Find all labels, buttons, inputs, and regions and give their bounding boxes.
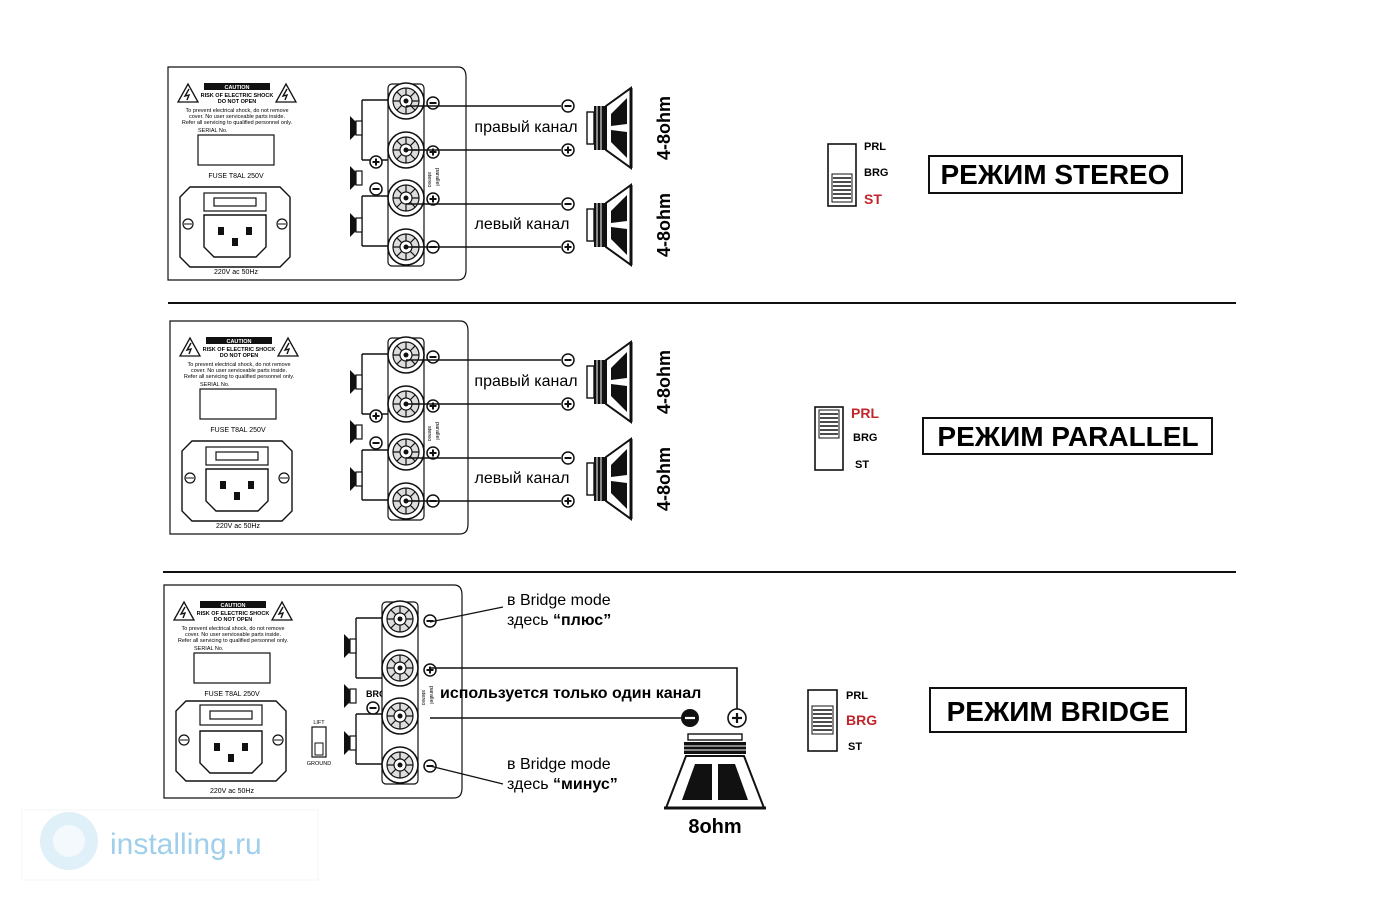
warning-line-1: To prevent electrical shock, do not remo…	[185, 108, 288, 114]
mode-title: РЕЖИМ PARALLEL	[937, 421, 1198, 452]
parallel-label: parallel	[434, 422, 440, 440]
mode-title-box	[929, 687, 1187, 733]
terminal-post	[387, 433, 425, 471]
serial-plate	[199, 388, 277, 420]
impedance-label: 4-8ohm	[654, 350, 674, 414]
lift-label: LIFT	[313, 720, 325, 726]
caution-label: CAUTION RISK OF ELECTRIC SHOCK DO NOT OP…	[177, 83, 297, 126]
risk-text: RISK OF ELECTRIC SHOCK	[203, 347, 276, 353]
warning-line-2: cover. No user serviceable parts inside.	[189, 114, 285, 120]
risk-text: RISK OF ELECTRIC SHOCK	[201, 93, 274, 99]
terminal-post	[387, 336, 425, 374]
warning-line-1: To prevent electrical shock, do not remo…	[187, 362, 290, 368]
power-inlet	[181, 440, 293, 522]
switch-brg-label: BRG	[846, 712, 877, 728]
terminal-post	[381, 697, 419, 735]
one-channel-label: используется только один канал	[440, 685, 701, 702]
bridge-plus-line-1: в Bridge mode	[507, 592, 611, 609]
switch-brg-label: BRG	[864, 167, 888, 179]
warning-line-1: To prevent electrical shock, do not remo…	[181, 626, 284, 632]
fuse-label: FUSE T8AL 250V	[208, 173, 264, 180]
impedance-label: 4-8ohm	[654, 96, 674, 160]
power-label: 220V ac 50Hz	[210, 788, 254, 795]
parallel-label: parallel	[434, 168, 440, 186]
caution-text: CAUTION	[226, 339, 251, 345]
right-channel-label: правый канал	[474, 373, 577, 390]
serial-label: SERIAL No.	[198, 128, 228, 134]
serial-plate	[193, 652, 271, 684]
speaker-icon	[585, 183, 633, 267]
caution-text: CAUTION	[220, 603, 245, 609]
fuse-label: FUSE T8AL 250V	[210, 427, 266, 434]
do-not-open-text: DO NOT OPEN	[214, 617, 253, 623]
terminal-post	[381, 649, 419, 687]
left-channel-label: левый канал	[475, 216, 570, 233]
terminal-post	[387, 179, 425, 217]
ground-lift-switch: LIFT GROUND	[307, 720, 331, 767]
speaker-icon	[585, 437, 633, 521]
switch-st-label: ST	[864, 191, 882, 207]
mode-switch: PRL BRG ST	[814, 405, 879, 471]
terminal-post	[387, 82, 425, 120]
stereo-label: stereo	[426, 426, 432, 441]
logo-icon	[40, 812, 98, 870]
caution-label: CAUTION RISK OF ELECTRIC SHOCK DO NOT OP…	[179, 337, 299, 380]
warning-line-3: Refer all servicing to qualified personn…	[182, 120, 293, 126]
impedance-label: 8ohm	[688, 816, 741, 838]
watermark-text: installing.ru	[110, 828, 262, 861]
stereo-terminals: stereo parallel правый канал левый канал…	[349, 82, 674, 267]
terminal-post	[381, 746, 419, 784]
bridge-minus-line-2: здесь “минус”	[507, 776, 618, 793]
warning-line-3: Refer all servicing to qualified personn…	[184, 374, 295, 380]
speaker-icon	[664, 733, 766, 810]
power-label: 220V ac 50Hz	[216, 523, 260, 530]
brg-tag: BRG	[366, 689, 386, 699]
bridge-plus-line-2: здесь “плюс”	[507, 612, 611, 629]
bridge-wiring: в Bridge mode здесь “плюс” используется …	[429, 592, 747, 793]
do-not-open-text: DO NOT OPEN	[220, 353, 259, 359]
risk-text: RISK OF ELECTRIC SHOCK	[197, 611, 270, 617]
power-label: 220V ac 50Hz	[214, 269, 258, 276]
mode-title: РЕЖИМ BRIDGE	[947, 696, 1170, 727]
terminal-post	[381, 600, 419, 638]
parallel-label: parallel	[428, 686, 434, 704]
mode-switch: PRL BRG ST	[827, 141, 888, 207]
do-not-open-text: DO NOT OPEN	[218, 99, 257, 105]
switch-prl-label: PRL	[851, 405, 879, 421]
mode-title-box	[922, 417, 1213, 455]
bridge-minus-line-1: в Bridge mode	[507, 756, 611, 773]
impedance-label: 4-8ohm	[654, 447, 674, 511]
mode-title-box	[928, 155, 1183, 194]
right-channel-label: правый канал	[474, 119, 577, 136]
watermark: installing.ru	[21, 809, 319, 881]
stereo-label: stereo	[420, 690, 426, 705]
caution-label: CAUTION RISK OF ELECTRIC SHOCK DO NOT OP…	[173, 601, 293, 644]
fuse-label: FUSE T8AL 250V	[204, 691, 260, 698]
switch-brg-label: BRG	[853, 432, 877, 444]
caution-text: CAUTION	[224, 85, 249, 91]
mode-title: РЕЖИМ STEREO	[940, 159, 1169, 190]
warning-line-2: cover. No user serviceable parts inside.	[191, 368, 287, 374]
power-inlet	[175, 700, 287, 782]
switch-st-label: ST	[848, 741, 862, 753]
bridge-terminals: BRG stereo parallel	[343, 600, 437, 785]
serial-label: SERIAL No.	[194, 646, 224, 652]
switch-st-label: ST	[855, 459, 869, 471]
stereo-label: stereo	[426, 172, 432, 187]
speaker-icon	[585, 86, 633, 170]
parallel-terminals: stereo parallel правый канал левый канал…	[349, 336, 674, 521]
power-inlet	[179, 186, 291, 268]
mode-switch: PRL BRG ST	[807, 689, 877, 753]
speaker-icon	[585, 340, 633, 424]
serial-label: SERIAL No.	[200, 382, 230, 388]
serial-plate	[197, 134, 275, 166]
left-channel-label: левый канал	[475, 470, 570, 487]
warning-line-3: Refer all servicing to qualified personn…	[178, 638, 289, 644]
switch-prl-label: PRL	[846, 690, 868, 702]
impedance-label: 4-8ohm	[654, 193, 674, 257]
switch-prl-label: PRL	[864, 141, 886, 153]
warning-line-2: cover. No user serviceable parts inside.	[185, 632, 281, 638]
ground-label: GROUND	[307, 761, 331, 767]
